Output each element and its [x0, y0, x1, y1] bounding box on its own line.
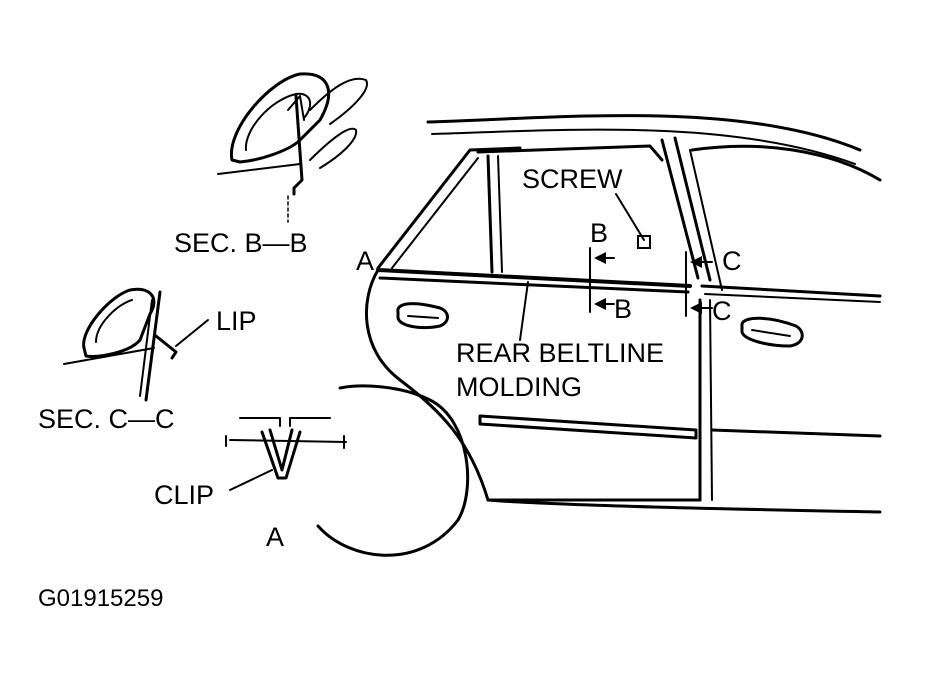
center-pillar-front [660, 138, 700, 280]
figure-code: G01915259 [38, 585, 163, 612]
rear-door-outline [364, 268, 702, 502]
molding-label-line1: REAR BELTLINE [456, 338, 664, 368]
car-body [316, 114, 882, 557]
section-c-top-label: C [722, 246, 742, 276]
callouts [519, 193, 713, 341]
clip-label: CLIP [154, 480, 214, 510]
section-c-glass [144, 290, 162, 402]
section-c-bottom-label: C [712, 296, 732, 326]
front-door-handle [740, 316, 804, 348]
beltline-molding-top [376, 268, 692, 288]
section-b-glass-top [309, 77, 368, 125]
section-b-flange [292, 94, 304, 196]
side-trim-rear [478, 414, 698, 440]
detail-a-label: A [266, 522, 284, 552]
point-a-label: A [356, 246, 374, 276]
arrow-c-bottom-icon [690, 302, 702, 314]
front-door-edge [709, 299, 713, 501]
front-window-top [690, 144, 882, 182]
section-b-top-label: B [590, 218, 608, 248]
section-b-bottom-label: B [614, 294, 632, 324]
molding-label-line2: MOLDING [456, 372, 582, 402]
front-door-handle-inner [751, 329, 791, 337]
clip-body [260, 430, 302, 480]
arrow-b-bottom-icon [594, 298, 606, 310]
section-b-glass-bottom [309, 127, 358, 169]
arrow-c-top-icon [690, 256, 702, 268]
window-rear-edge-a [486, 154, 494, 274]
side-trim-front [710, 428, 882, 438]
center-pillar-edge [689, 149, 723, 291]
rear-wheel-arch [316, 384, 470, 557]
clip-leader [229, 469, 273, 491]
section-c-detail [63, 287, 209, 402]
rear-door-handle [396, 302, 449, 330]
roof-line-inner [431, 128, 856, 165]
section-b-label: SEC. B—B [174, 228, 308, 258]
screw-icon [637, 235, 651, 249]
molding-leader [519, 281, 529, 341]
lip-label: LIP [216, 306, 257, 336]
beltline-molding-bottom [378, 276, 690, 294]
window-frame-front [376, 146, 522, 270]
front-beltline [700, 284, 882, 298]
lip-leader [175, 319, 209, 347]
window-top [476, 144, 664, 162]
lip-feature [154, 334, 178, 360]
front-beltline-lower [704, 293, 881, 303]
section-b-profile [230, 72, 331, 164]
window-frame-front-inner [391, 157, 479, 269]
section-b-detail [217, 72, 368, 223]
roof-line-outer [426, 114, 862, 152]
section-c-profile [82, 287, 156, 358]
center-pillar-rear [673, 136, 712, 282]
clip-detail [225, 417, 347, 491]
section-c-label: SEC. C—C [38, 404, 175, 434]
screw-leader [615, 193, 645, 241]
lower-body-line [486, 498, 882, 514]
labels: SEC. B—B SEC. C—C LIP CLIP A SCREW A B B… [38, 164, 742, 612]
screw-label: SCREW [522, 164, 623, 194]
rear-door-handle-inner [407, 315, 439, 319]
window-rear-edge-b [497, 155, 503, 273]
arrow-b-top-icon [594, 252, 606, 264]
